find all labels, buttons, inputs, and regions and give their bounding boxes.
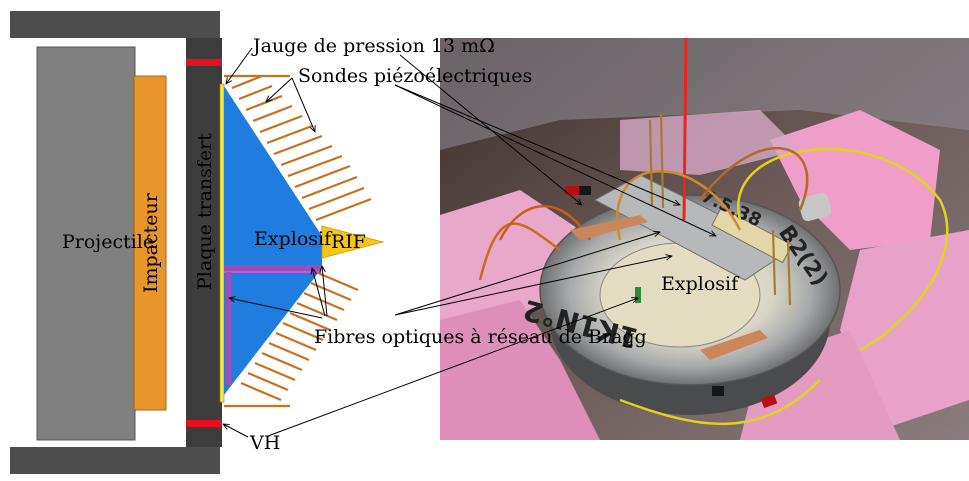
pointer-piezo-photo bbox=[394, 84, 680, 205]
label-transfer-plate: Plaque transfert bbox=[194, 133, 216, 290]
projectile-block bbox=[36, 46, 136, 441]
label-impactor: Impacteur bbox=[140, 192, 162, 293]
bragg-fibre-vertical bbox=[226, 272, 231, 385]
label-bragg-fibres: Fibres optiques à réseau de Bragg bbox=[314, 326, 647, 348]
terminal-red bbox=[760, 393, 778, 409]
rif-triangle bbox=[321, 225, 385, 259]
pointer-piezo-photo bbox=[394, 84, 716, 236]
housing-bottom bbox=[10, 447, 220, 474]
pointer-piezo bbox=[291, 77, 315, 132]
annotations bbox=[223, 47, 716, 438]
probe-connector bbox=[711, 206, 793, 264]
wires bbox=[478, 37, 949, 425]
pointer-bragg bbox=[312, 268, 326, 317]
side-probe bbox=[798, 192, 832, 222]
label-vh: VH bbox=[249, 432, 280, 454]
label-explosive: Explosif bbox=[254, 228, 333, 250]
probe-pins bbox=[648, 112, 792, 306]
explosive-shape bbox=[224, 86, 322, 395]
impactor-block bbox=[133, 75, 167, 411]
label-projectile: Projectile bbox=[62, 231, 154, 253]
red-mark-top bbox=[186, 59, 222, 66]
foam-block bbox=[770, 110, 940, 250]
pointer-gauge bbox=[226, 47, 253, 84]
pointer-vh bbox=[223, 424, 249, 438]
red-mark-bottom bbox=[186, 420, 222, 427]
pointer-piezo bbox=[266, 77, 293, 102]
pointer-bragg-photo bbox=[394, 256, 672, 316]
housing-top bbox=[10, 11, 220, 38]
pointer-vh-photo bbox=[267, 298, 638, 437]
pressure-gauge-strip bbox=[219, 83, 225, 403]
terminal-black bbox=[712, 386, 724, 396]
transfer-plate bbox=[186, 38, 222, 447]
schematic: Projectile Impacteur Plaque transfert Ex… bbox=[10, 11, 385, 474]
terminal-red bbox=[565, 186, 579, 195]
bragg-fibre-band bbox=[224, 271, 321, 273]
copper-strip bbox=[700, 330, 768, 360]
pointer-bragg bbox=[322, 266, 328, 317]
label-piezo-probes: Sondes piézoélectriques bbox=[298, 65, 532, 87]
label-rif: RIF bbox=[331, 231, 366, 253]
pointer-bragg-photo bbox=[394, 232, 660, 316]
bragg-sensor bbox=[635, 287, 641, 303]
fixture-bar bbox=[593, 174, 791, 281]
terminal-black bbox=[579, 186, 591, 195]
foam-block bbox=[620, 110, 800, 175]
bragg-fibre-band bbox=[224, 265, 321, 271]
experiment-photo: B2(2) 7.5.38 1K1N°2 Explo bbox=[440, 37, 969, 440]
copper-strip bbox=[570, 215, 648, 240]
pointer-bragg bbox=[229, 298, 323, 319]
foam-block bbox=[440, 300, 600, 440]
label-pressure-gauge: Jauge de pression 13 mΩ bbox=[251, 35, 495, 57]
box-wall bbox=[440, 38, 969, 150]
label-explosive-photo: Explosif bbox=[661, 273, 740, 295]
piezo-probes bbox=[224, 74, 372, 408]
